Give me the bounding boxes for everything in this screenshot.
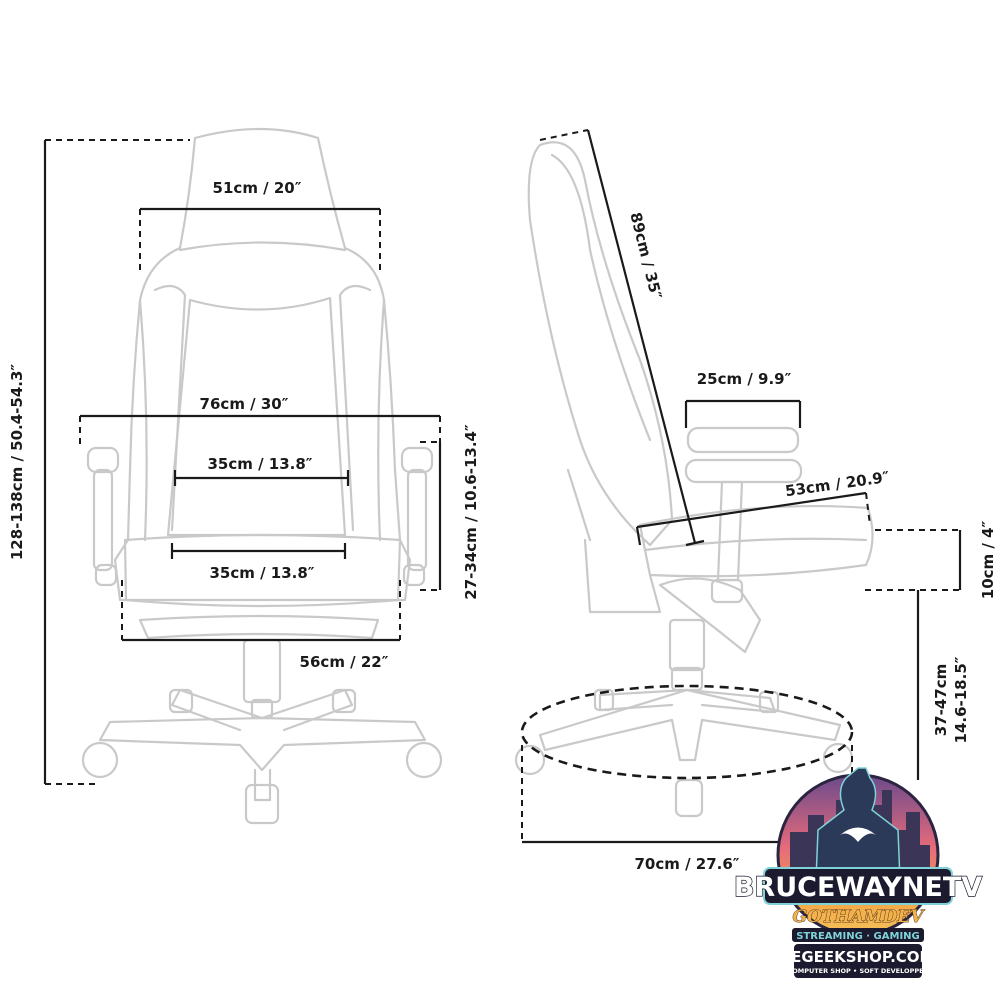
headrest-width-label: 51cm / 20″ (213, 179, 302, 197)
backrest-width-label: 35cm / 13.8″ (207, 455, 312, 473)
base-diameter-label: 70cm / 27.6″ (634, 855, 739, 873)
logo-script-text: GOTHAMDEV (793, 907, 926, 927)
armrest-pad-label: 25cm / 9.9″ (697, 370, 792, 388)
armrest-height-label: 27-34cm / 10.6-13.4″ (462, 424, 480, 600)
total-height-label: 128-138cm / 50.4-54.3″ (8, 364, 26, 561)
side-chair-outline (514, 141, 874, 818)
seat-height-cm-label: 37-47cm (932, 664, 950, 737)
base-width-label: 56cm / 22″ (300, 653, 389, 671)
front-chair-outline (81, 127, 443, 825)
logo-tagline: STREAMING · GAMING (796, 931, 920, 942)
logo-small-text: COMPUTER SHOP • SOFT DEVELOPPER (787, 967, 928, 975)
logo-brand-text: BRUCEWAYNETV (734, 872, 982, 903)
front-dimension-lines (43, 139, 442, 785)
seat-thickness-label: 10cm / 4″ (979, 520, 997, 599)
brand-logo: BRUCEWAYNETV GOTHAMDEV STREAMING · GAMIN… (733, 767, 983, 978)
armrest-span-label: 76cm / 30″ (200, 395, 289, 413)
backrest-height-label: 89cm / 35″ (626, 210, 665, 301)
seat-width-label: 35cm / 13.8″ (209, 564, 314, 582)
logo-url: LEGEEKSHOP.COM (782, 948, 935, 966)
seat-height-in-label: 14.6-18.5″ (952, 656, 970, 743)
